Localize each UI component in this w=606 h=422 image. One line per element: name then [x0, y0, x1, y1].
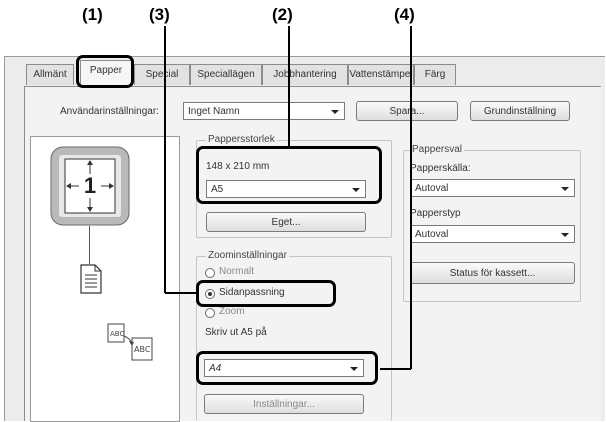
- paper-selection-group-title: Pappersval: [410, 144, 465, 155]
- tab-color[interactable]: Färg: [414, 64, 456, 85]
- preview-connector-line: [89, 226, 90, 264]
- tray-status-button[interactable]: Status för kassett...: [410, 262, 575, 284]
- chevron-down-icon: [352, 188, 360, 192]
- chevron-down-icon: [331, 110, 339, 114]
- svg-text:ABC: ABC: [134, 345, 151, 354]
- tab-special-modes[interactable]: Speciallägen: [190, 64, 262, 85]
- paper-source-label: Papperskälla:: [410, 163, 471, 174]
- paper-size-group-title: Pappersstorlek: [206, 134, 277, 145]
- chevron-down-icon: [561, 187, 569, 191]
- zoom-zoom-radio[interactable]: [205, 308, 215, 318]
- fit-to-page-pages-icon: ABC ABC: [107, 323, 153, 361]
- zoom-normal-radio[interactable]: [205, 268, 215, 278]
- tab-special[interactable]: Special: [134, 64, 190, 85]
- zoom-settings-group-title: Zoominställningar: [206, 250, 289, 261]
- callout-1: (1): [82, 5, 103, 24]
- chevron-down-icon: [561, 233, 569, 237]
- paper-type-value: Autoval: [415, 229, 449, 240]
- print-on-paper-select[interactable]: A4: [204, 359, 364, 377]
- paper-size-highlight: [196, 146, 382, 204]
- tab-watermark[interactable]: Vattenstämpel: [348, 64, 414, 85]
- print-on-paper-value: A4: [209, 363, 222, 374]
- tab-job-handling[interactable]: Jobbhantering: [262, 64, 348, 85]
- user-settings-select[interactable]: Inget Namn: [183, 102, 345, 120]
- paper-size-dimensions: 148 x 210 mm: [206, 161, 270, 172]
- zoom-settings-button[interactable]: Inställningar...: [204, 394, 364, 414]
- paper-size-value: A5: [211, 184, 224, 195]
- tab-general[interactable]: Allmänt: [26, 64, 74, 85]
- tab-paper[interactable]: Papper: [80, 60, 132, 87]
- paper-source-select[interactable]: Autoval: [410, 179, 575, 197]
- custom-paper-size-button[interactable]: Eget...: [206, 212, 366, 232]
- print-on-paper-highlight: [196, 351, 378, 385]
- print-on-label: Skriv ut A5 på: [205, 327, 267, 338]
- callout-3: (3): [149, 5, 170, 24]
- paper-source-value: Autoval: [415, 183, 449, 194]
- user-settings-value: Inget Namn: [188, 106, 240, 117]
- zoom-zoom-label: Zoom: [219, 306, 245, 317]
- tab-paper-highlight: [76, 55, 134, 88]
- callout-2: (2): [272, 5, 293, 24]
- fit-to-page-radio-front[interactable]: [205, 289, 215, 299]
- user-settings-label: Användarinställningar:: [60, 106, 159, 117]
- fit-to-page-highlight: [196, 280, 336, 307]
- page-layout-preview-icon: [50, 146, 130, 226]
- default-settings-button[interactable]: Grundinställning: [470, 101, 570, 121]
- document-icon: [80, 264, 102, 294]
- paper-type-label: Papperstyp: [410, 208, 461, 219]
- fit-to-page-label-front: Sidanpassning: [219, 287, 285, 298]
- save-settings-button[interactable]: Spara...: [356, 101, 458, 121]
- zoom-settings-group: [196, 256, 392, 421]
- chevron-down-icon: [350, 367, 358, 371]
- svg-text:ABC: ABC: [110, 330, 124, 338]
- paper-selection-group: [403, 150, 581, 302]
- zoom-normal-label: Normalt: [219, 266, 255, 277]
- preview-page-number: 1: [83, 173, 97, 198]
- paper-size-select[interactable]: A5: [206, 180, 366, 198]
- callout-4: (4): [394, 5, 415, 24]
- paper-type-select[interactable]: Autoval: [410, 225, 575, 243]
